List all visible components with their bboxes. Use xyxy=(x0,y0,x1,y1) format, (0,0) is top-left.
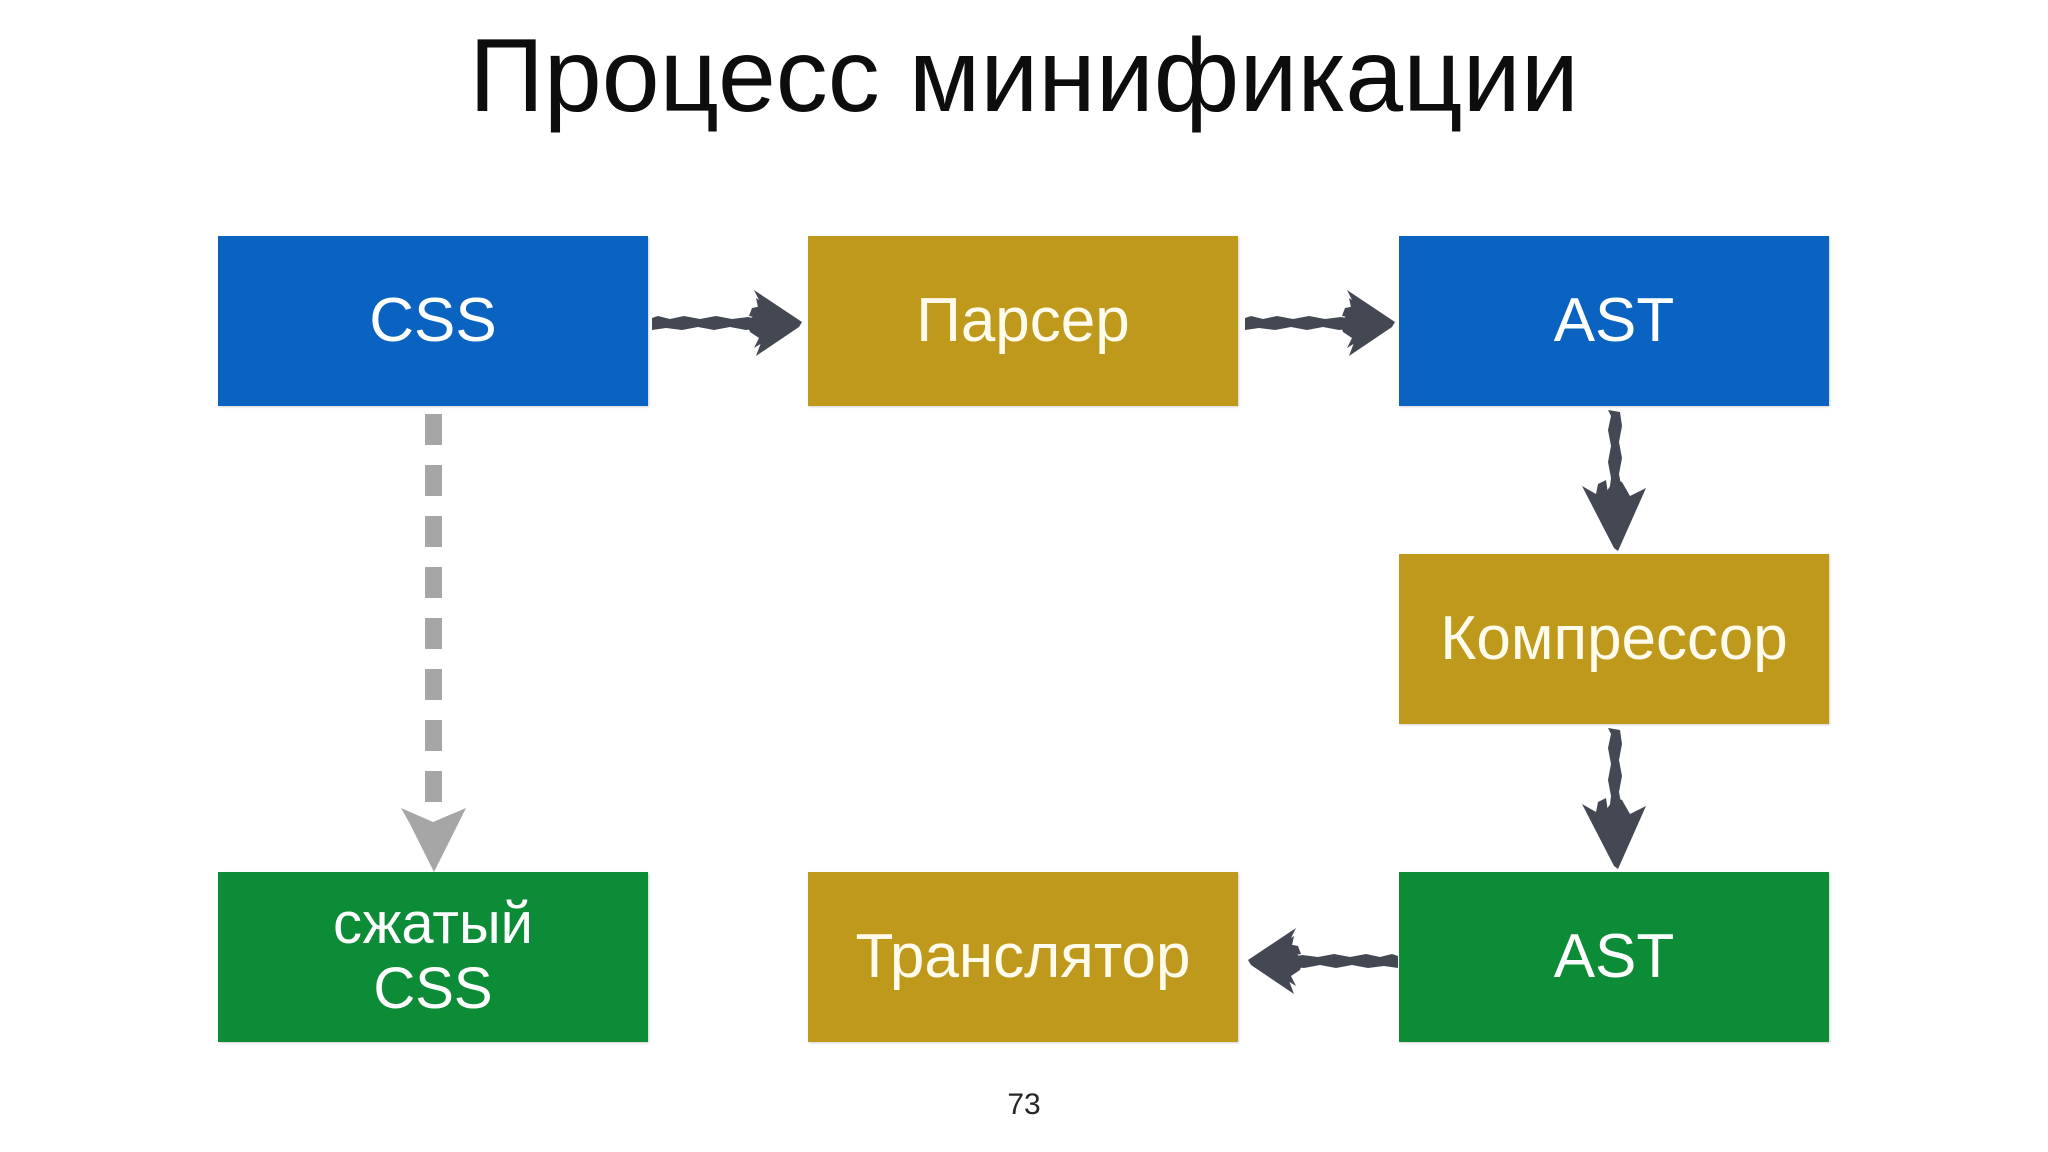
flow-node-ast-top-label: AST xyxy=(1553,286,1675,356)
flow-node-compressor-label: Компрессор xyxy=(1440,604,1788,674)
flow-node-parser-label: Парсер xyxy=(916,286,1130,356)
flow-node-ast-bottom[interactable]: AST xyxy=(1399,872,1829,1042)
flow-node-parser[interactable]: Парсер xyxy=(808,236,1238,406)
arrow-right-icon-css-to-parser xyxy=(650,288,810,358)
arrow-right-icon-parser-to-ast xyxy=(1243,288,1403,358)
flow-node-minified-css-label-line1: сжатый xyxy=(332,891,534,957)
dashed-arrow-down-icon-css-to-minified-css xyxy=(398,408,470,874)
flow-node-css-label: CSS xyxy=(369,286,497,356)
flow-node-translator[interactable]: Транслятор xyxy=(808,872,1238,1042)
arrow-left-icon-ast-to-translator xyxy=(1240,926,1400,996)
flow-node-minified-css[interactable]: сжатый CSS xyxy=(218,872,648,1042)
arrow-down-icon-compressor-to-ast xyxy=(1578,726,1650,872)
flow-node-compressor[interactable]: Компрессор xyxy=(1399,554,1829,724)
flow-node-css[interactable]: CSS xyxy=(218,236,648,406)
arrow-down-icon-ast-to-compressor xyxy=(1578,408,1650,554)
page-title: Процесс минификации xyxy=(469,18,1579,134)
flow-node-minified-css-label-line2: CSS xyxy=(373,956,493,1021)
flow-node-translator-label: Транслятор xyxy=(855,922,1191,992)
flow-node-ast-top[interactable]: AST xyxy=(1399,236,1829,406)
flow-node-ast-bottom-label: AST xyxy=(1553,922,1675,992)
page-number: 73 xyxy=(1007,1088,1041,1121)
